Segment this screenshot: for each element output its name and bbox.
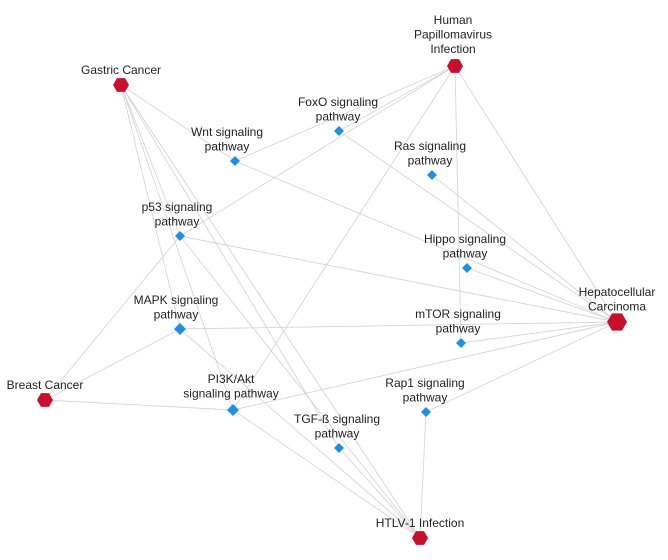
label-pi3k-line-1: signaling pathway	[183, 387, 278, 401]
edge-htlv-p53	[179, 235, 421, 539]
pathway-node-foxo[interactable]	[334, 126, 344, 136]
disease-node-hpv[interactable]	[447, 59, 463, 73]
label-p53-line-1: pathway	[155, 215, 200, 229]
label-tgfb-line-1: pathway	[315, 427, 360, 441]
label-breast-line-0: Breast Cancer	[7, 378, 84, 392]
pathway-node-mapk[interactable]	[174, 323, 186, 335]
label-wnt-line-1: pathway	[205, 140, 250, 154]
edge-hcc-ras	[431, 174, 618, 323]
edge-breast-pi3k	[44, 399, 234, 411]
label-ras-line-0: Ras signaling	[394, 139, 466, 153]
edge-gastric-htlv	[120, 84, 421, 539]
pathway-node-ras[interactable]	[427, 170, 437, 180]
edge-htlv-rap1	[419, 411, 427, 539]
edge-breast-mapk	[44, 328, 181, 401]
label-mtor-line-1: pathway	[436, 322, 481, 336]
pathway-node-p53[interactable]	[175, 231, 185, 241]
edge-hcc-wnt	[234, 160, 618, 323]
label-hippo-line-1: pathway	[443, 247, 488, 261]
edge-hpv-mtor	[454, 65, 462, 344]
pathway-node-mtor[interactable]	[456, 338, 466, 348]
label-mtor-line-0: mTOR signaling	[415, 307, 501, 321]
label-hcc-line-1: Carcinoma	[588, 300, 646, 314]
label-hpv-line-2: Infection	[430, 42, 475, 56]
label-ras-line-1: pathway	[408, 154, 453, 168]
label-rap1-line-0: Rap1 signaling	[385, 376, 464, 390]
edge-gastric-mapk	[120, 84, 181, 330]
edge-hpv-p53	[179, 65, 456, 237]
pathway-node-pi3k[interactable]	[227, 404, 239, 416]
edge-gastric-tgfb	[120, 84, 340, 449]
disease-node-hcc[interactable]	[607, 313, 627, 331]
label-mapk-line-1: pathway	[154, 308, 199, 322]
edge-htlv-mapk	[179, 328, 421, 539]
edge-hcc-p53	[179, 235, 618, 323]
edge-hcc-pi3k	[232, 321, 618, 411]
edge-hcc-mtor	[460, 321, 618, 344]
edge-htlv-pi3k	[232, 409, 421, 539]
label-breast: Breast Cancer	[7, 378, 84, 392]
label-p53-line-0: p53 signaling	[142, 200, 213, 214]
pathway-node-rap1[interactable]	[421, 407, 431, 417]
edge-hpv-foxo	[338, 65, 456, 132]
pathway-node-wnt[interactable]	[230, 156, 240, 166]
edge-gastric-p53	[120, 84, 181, 237]
edge-hpv-wnt	[234, 65, 456, 162]
node-layer	[37, 59, 627, 545]
edge-hpv-pi3k	[232, 65, 456, 411]
disease-node-gastric[interactable]	[113, 78, 129, 92]
label-mapk-line-0: MAPK signaling	[134, 293, 219, 307]
label-rap1-line-1: pathway	[403, 391, 448, 405]
edge-gastric-wnt	[120, 84, 236, 162]
edge-hcc-hippo	[466, 267, 618, 323]
disease-node-breast[interactable]	[37, 393, 53, 407]
label-htlv: HTLV-1 Infection	[376, 516, 465, 530]
edge-hcc-foxo	[338, 130, 618, 323]
edge-gastric-pi3k	[120, 84, 234, 411]
label-hcc-line-0: Hepatocellular	[579, 285, 656, 299]
edge-layer	[44, 65, 618, 539]
edge-hcc-mapk	[179, 321, 618, 330]
label-gastric-line-0: Gastric Cancer	[81, 63, 161, 77]
label-tgfb-line-0: TGF-ß signaling	[294, 412, 380, 426]
label-hpv-line-1: Papillomavirus	[414, 28, 492, 42]
edge-hpv-hcc	[454, 65, 618, 323]
edge-htlv-tgfb	[338, 447, 421, 539]
label-hippo-line-0: Hippo signaling	[424, 232, 506, 246]
label-hpv-line-0: Human	[434, 13, 473, 27]
pathway-node-hippo[interactable]	[462, 263, 472, 273]
edge-breast-p53	[44, 235, 181, 401]
edge-hcc-rap1	[425, 321, 618, 413]
label-pi3k-line-0: PI3K/Akt	[208, 372, 255, 386]
label-foxo-line-0: FoxO signaling	[298, 95, 378, 109]
pathway-node-tgfb[interactable]	[334, 443, 344, 453]
label-gastric: Gastric Cancer	[81, 63, 161, 77]
label-htlv-line-0: HTLV-1 Infection	[376, 516, 465, 530]
disease-node-htlv[interactable]	[412, 531, 428, 545]
label-foxo-line-1: pathway	[316, 110, 361, 124]
label-wnt-line-0: Wnt signaling	[191, 125, 263, 139]
